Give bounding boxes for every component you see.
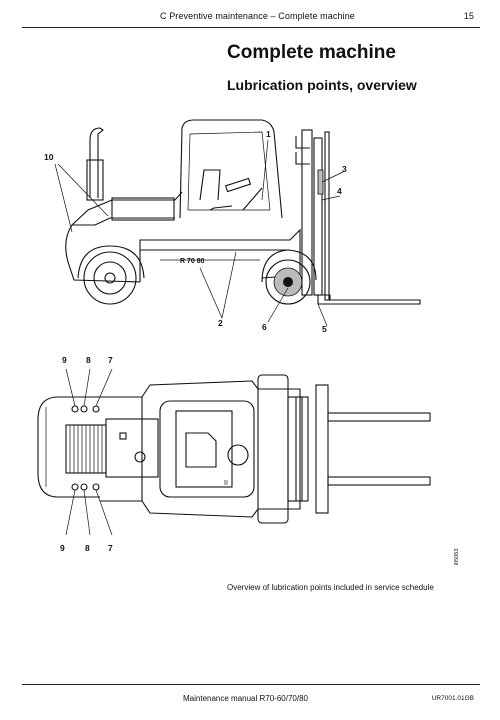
forklift-top-view: II 9 8 7 9 8 7 0305063 [37,355,460,565]
header-rule [22,27,480,28]
page-subtitle: Lubrication points, overview [227,77,417,93]
callout-9-bottom: 9 [60,543,65,553]
cab-label: II [224,480,228,487]
callout-9-top: 9 [62,355,67,365]
footer-code: UR7001.01GB [431,695,474,702]
callout-1: 1 [266,129,271,139]
callout-6: 6 [262,322,267,332]
callout-8-top: 8 [86,355,91,365]
page-title: Complete machine [227,42,396,63]
figure-caption: Overview of lubrication points included … [227,583,434,592]
callout-2: 2 [218,318,223,328]
forklift-side-view: R 70 80 10 1 2 3 4 5 6 [44,119,421,334]
callout-10: 10 [44,152,54,162]
footer-rule [22,684,480,685]
page-number: 15 [463,11,474,21]
figure-code: 0305063 [454,549,460,565]
callout-8-bottom: 8 [85,543,90,553]
model-badge: R 70 80 [180,258,205,265]
callout-7-bottom: 7 [108,543,113,553]
callout-7-top: 7 [108,355,113,365]
callout-3: 3 [342,164,347,174]
callout-4: 4 [337,186,342,196]
footer-manual: Maintenance manual R70-60/70/80 [183,694,308,703]
callout-5: 5 [322,324,327,334]
header-title: C Preventive maintenance – Complete mach… [160,11,355,21]
radiator-grille [65,424,107,474]
